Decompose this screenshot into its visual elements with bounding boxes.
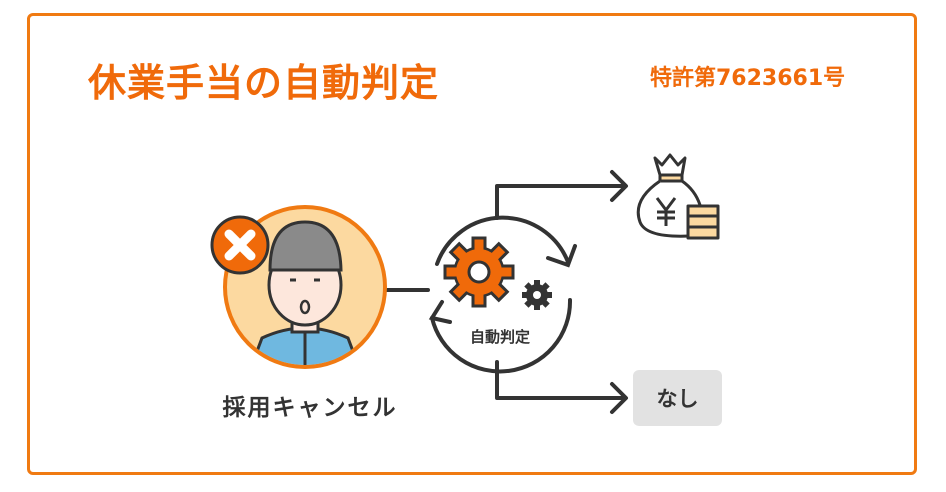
cycle-arrows-icon: [428, 215, 577, 374]
money-bag-yen-icon: [636, 153, 720, 240]
gear-small-icon: [522, 280, 552, 310]
connector-lines: [385, 170, 628, 414]
cancel-x-icon: [210, 215, 270, 275]
hiring-cancel-label: 採用キャンセル: [222, 395, 398, 421]
gear-large-icon: [443, 236, 515, 308]
auto-judgment-label: 自動判定: [469, 328, 530, 346]
frame-border: [27, 13, 917, 475]
page-title: 休業手当の自動判定: [88, 61, 440, 105]
no-allowance-box: なし: [633, 370, 722, 426]
patent-number: 特許第7623661号: [650, 66, 846, 91]
